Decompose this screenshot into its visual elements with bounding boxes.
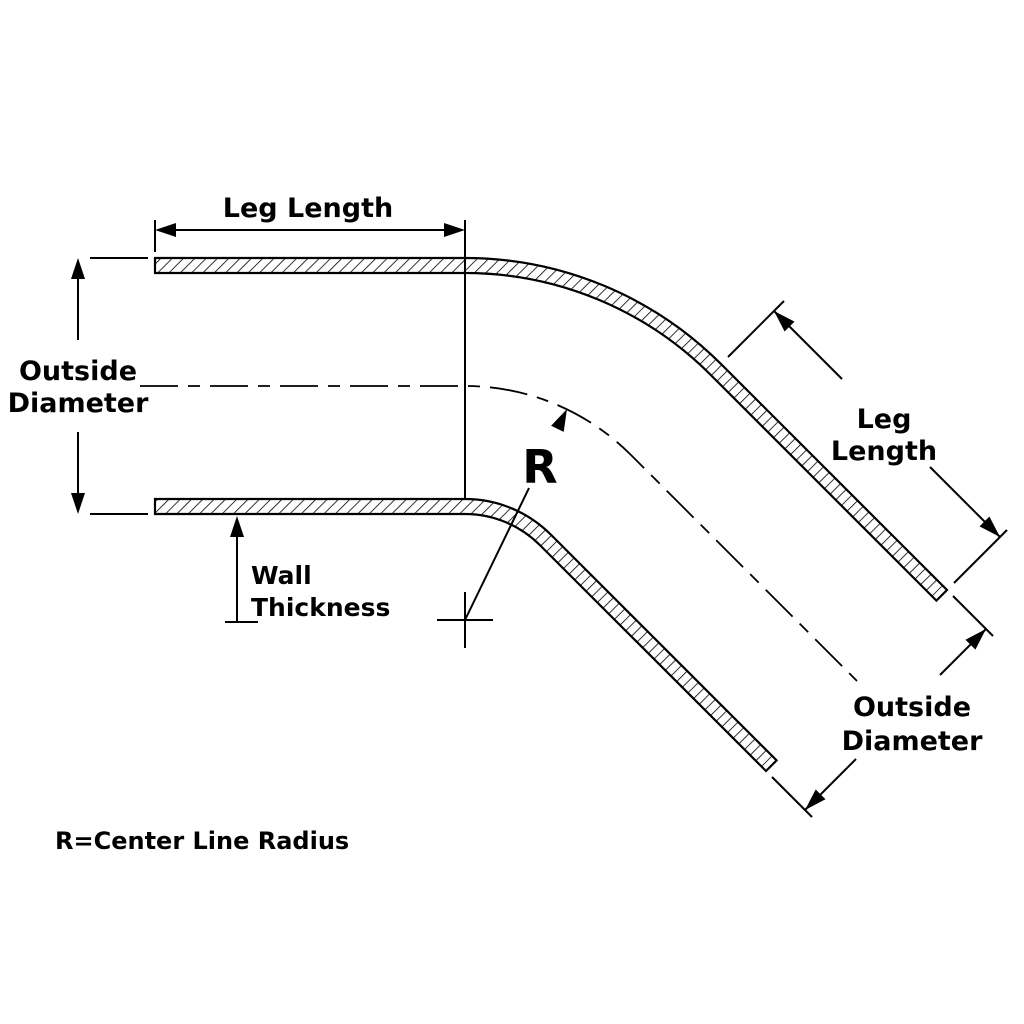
tube-top-wall xyxy=(153,256,949,603)
arrowhead-up-icon xyxy=(71,258,85,279)
callout-radius: R xyxy=(437,409,567,648)
extension-line xyxy=(953,529,1008,584)
extension-line xyxy=(727,300,785,358)
radius-leader-line xyxy=(464,487,530,621)
arrowhead-up-icon xyxy=(230,516,244,537)
arrowhead-right-icon xyxy=(444,223,465,237)
radius-label: R xyxy=(522,440,557,494)
arrowhead-upper-icon xyxy=(774,311,795,332)
dimension-right-outside-diameter: Outside Diameter xyxy=(771,595,994,818)
arrowhead-lower-icon xyxy=(805,789,826,810)
arrowhead-upper-icon xyxy=(965,629,986,650)
left-od-label-line2: Diameter xyxy=(8,388,150,419)
callout-wall-thickness: Wall Thickness xyxy=(225,516,390,623)
right-leg-length-label-line2: Length xyxy=(831,436,937,467)
tube-bottom-wall xyxy=(153,497,779,773)
right-od-label-line1: Outside xyxy=(853,692,971,723)
tube-centerline xyxy=(140,385,858,682)
extension-line xyxy=(952,595,994,637)
wall-thickness-label-line1: Wall xyxy=(251,561,312,590)
arrowhead-icon xyxy=(551,409,567,432)
arrowhead-left-icon xyxy=(155,223,176,237)
wall-thickness-label-line2: Thickness xyxy=(251,593,390,622)
left-od-label-line1: Outside xyxy=(19,356,137,387)
right-od-label-line2: Diameter xyxy=(842,726,984,757)
arrowhead-down-icon xyxy=(71,493,85,514)
right-leg-length-label-line1: Leg xyxy=(857,404,912,435)
arrowhead-lower-icon xyxy=(979,516,1000,537)
dimension-left-outside-diameter: Outside Diameter xyxy=(8,257,150,515)
tube xyxy=(140,256,949,773)
top-leg-length-label: Leg Length xyxy=(223,193,393,224)
dimension-top-leg-length: Leg Length xyxy=(154,193,466,498)
extension-line xyxy=(771,776,813,818)
dimension-right-leg-length: Leg Length xyxy=(727,300,1008,584)
radius-footnote: R=Center Line Radius xyxy=(55,827,349,855)
